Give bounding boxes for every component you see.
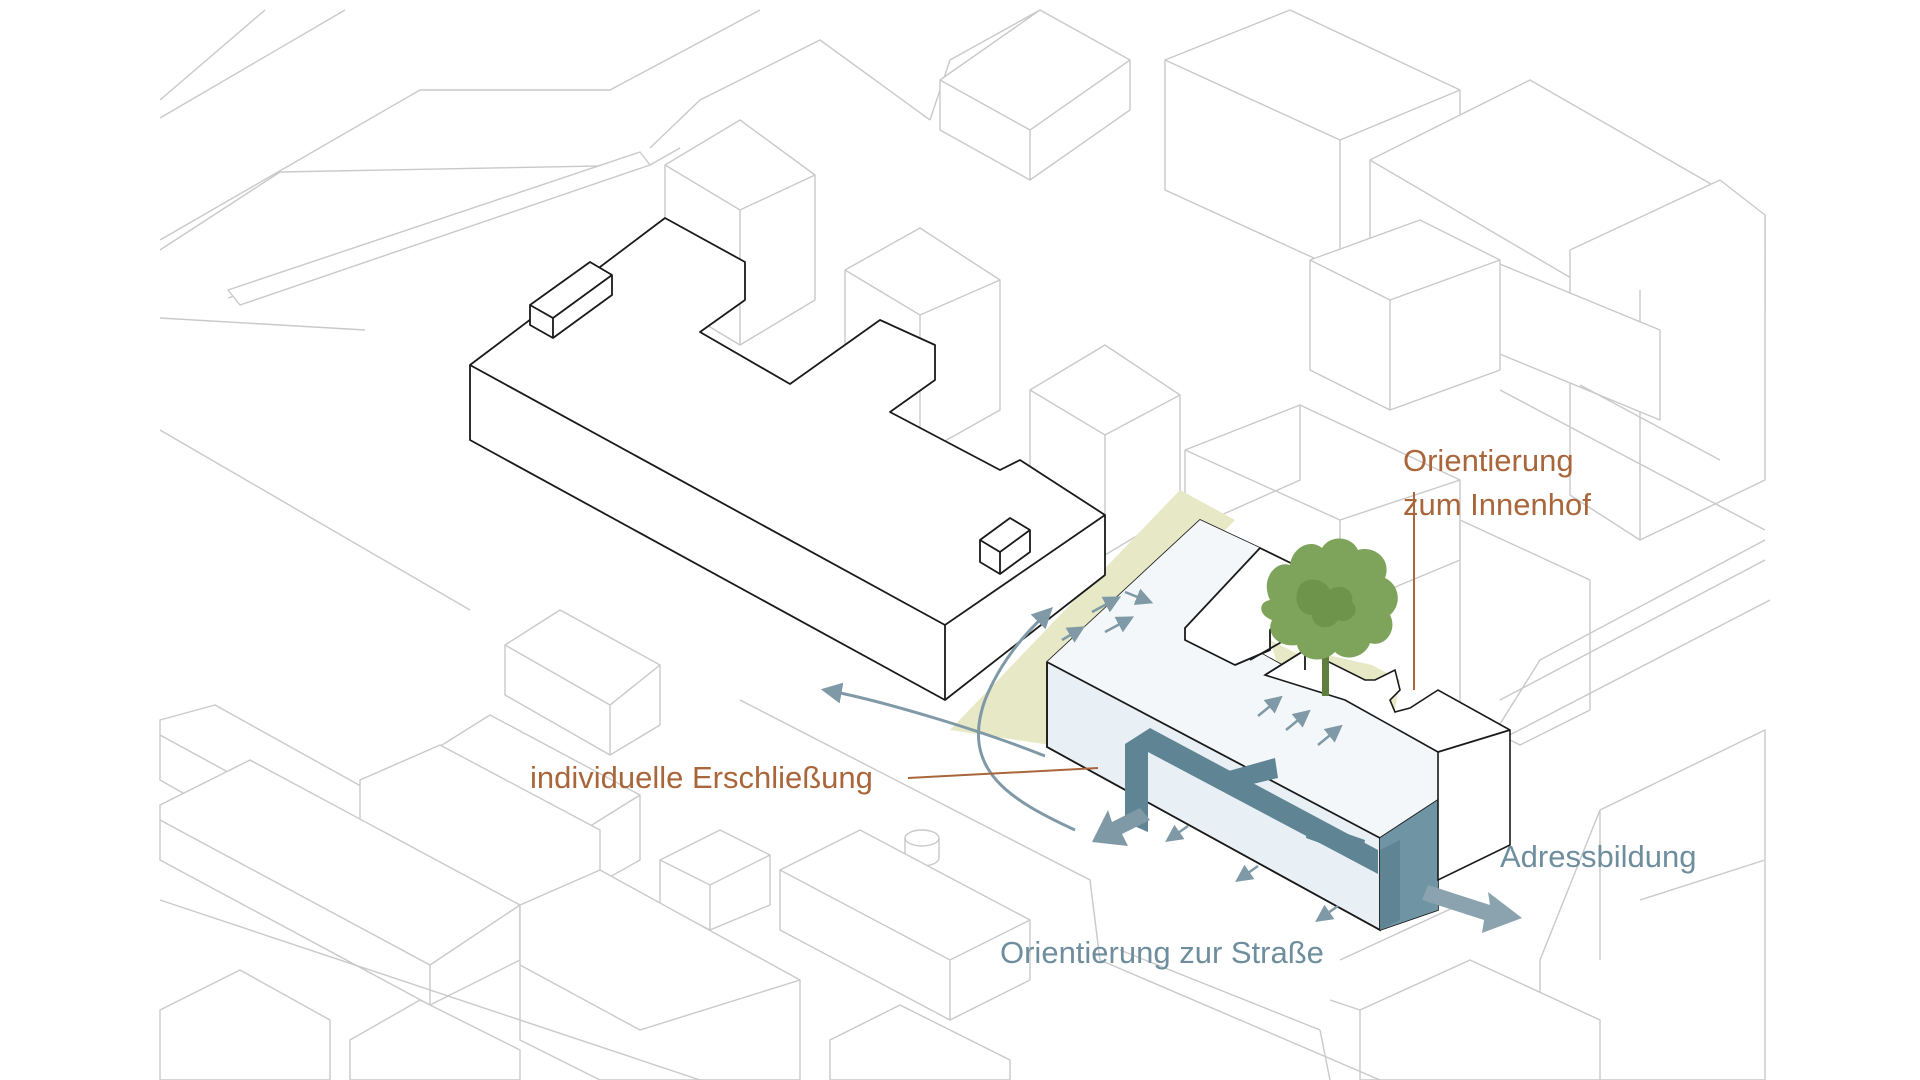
context-buildings [159, 9, 1771, 1080]
label-innenhof-line1: Orientierung [1403, 443, 1574, 478]
label-strasse: Orientierung zur Straße [1000, 935, 1324, 970]
direction-arrows [820, 588, 1522, 933]
leader-lines [907, 492, 1415, 779]
new-building [1046, 519, 1511, 932]
label-innenhof-line2: zum Innenhof [1403, 487, 1591, 522]
label-adressbildung: Adressbildung [1500, 839, 1696, 874]
tree-icon [1261, 538, 1398, 696]
label-erschliessung: individuelle Erschließung [530, 760, 873, 795]
